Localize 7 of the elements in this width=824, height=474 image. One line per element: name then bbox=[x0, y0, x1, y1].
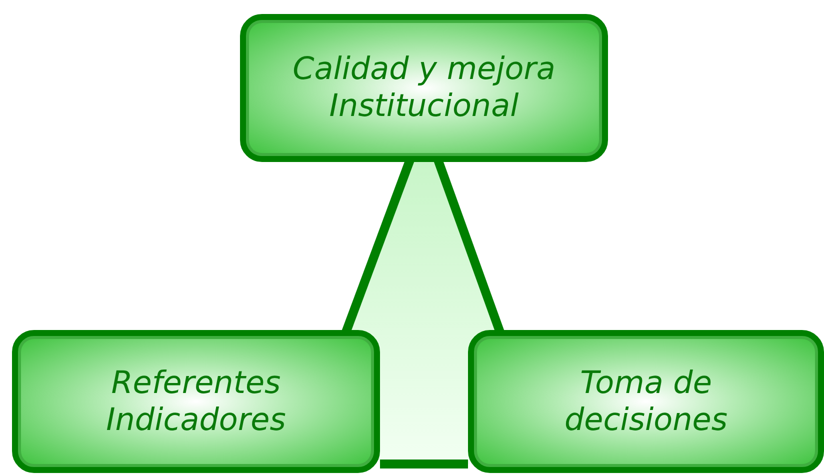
box-label: Toma de decisiones bbox=[563, 364, 728, 438]
rounded-box bbox=[468, 330, 824, 473]
box-label: Referentes Indicadores bbox=[105, 364, 287, 438]
rounded-box bbox=[12, 330, 380, 473]
box-label: Calidad y mejora Institucional bbox=[292, 51, 556, 125]
rounded-box bbox=[240, 14, 608, 162]
connector-line bbox=[380, 460, 468, 468]
